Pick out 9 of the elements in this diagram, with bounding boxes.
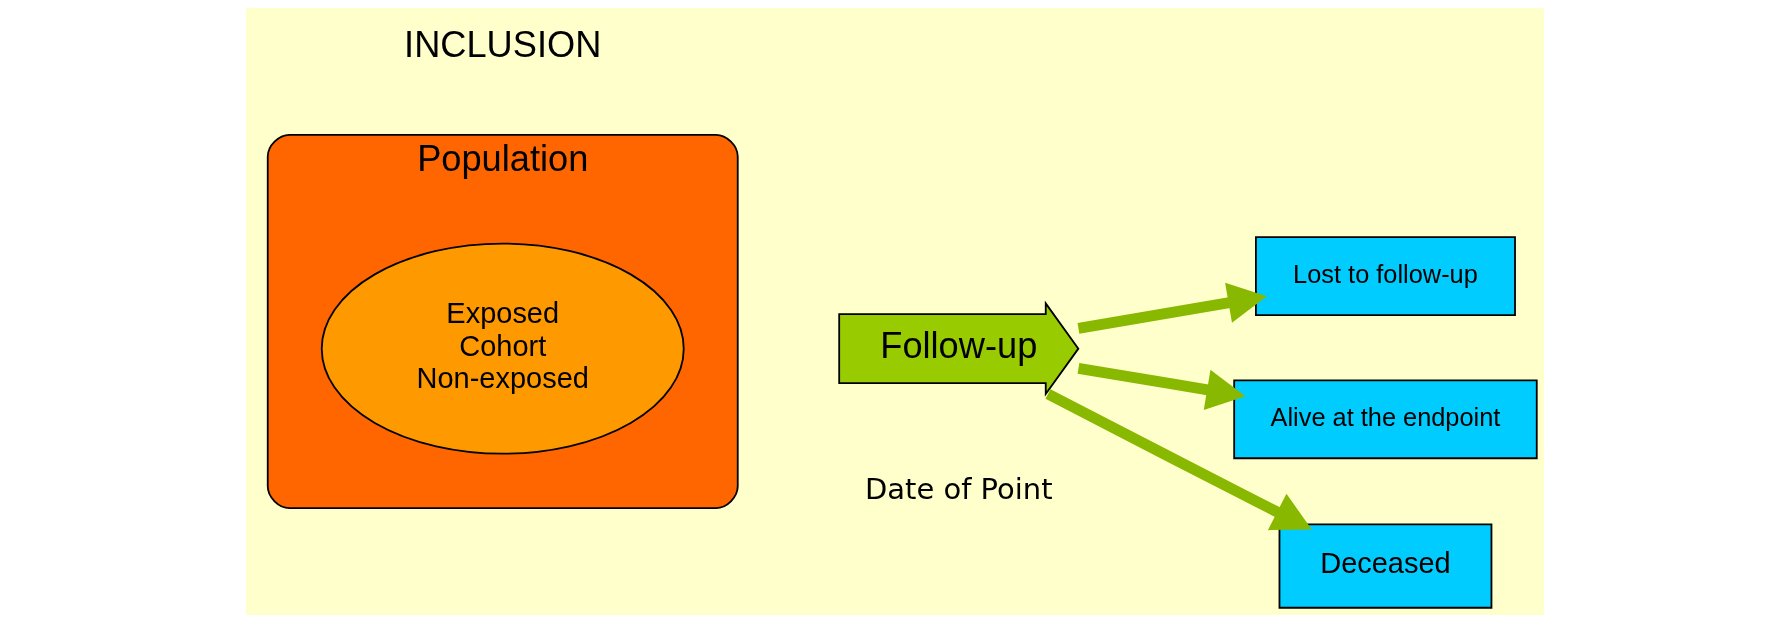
node-box: Lost to follow-up [1254, 236, 1516, 317]
arrow [1077, 362, 1245, 410]
label: INCLUSION [403, 23, 601, 65]
node-ellipse: Exposed Cohort Non-exposed [320, 242, 685, 455]
arrow [1045, 389, 1312, 531]
node-box: Deceased [1278, 523, 1492, 609]
arrow [1077, 282, 1267, 334]
label: Date of Point [864, 471, 1053, 506]
node-box: Alive at the endpoint [1232, 379, 1538, 460]
